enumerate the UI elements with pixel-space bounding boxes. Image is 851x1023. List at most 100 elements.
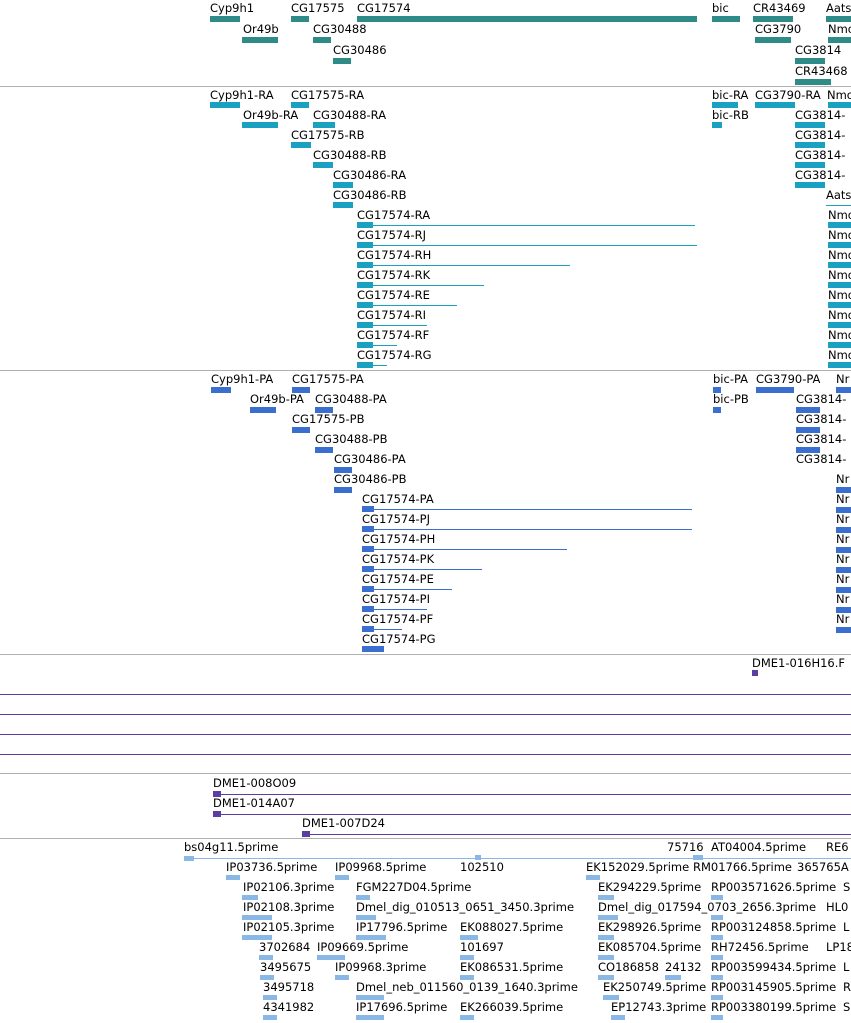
ests-feature-label[interactable]: Dmel_dig_017594_0703_2656.3prime xyxy=(598,900,817,914)
proteins-feature-label[interactable]: CG17574-PG xyxy=(362,632,436,646)
ests-feature-label[interactable]: 101697 xyxy=(460,940,504,954)
genes-feature-label[interactable]: CR43468 xyxy=(795,64,848,78)
cds-segment[interactable] xyxy=(756,387,794,393)
mrnas-feature-label[interactable]: CG17575-RA xyxy=(291,88,365,102)
transcript-exon[interactable] xyxy=(712,102,738,108)
est-glyph[interactable] xyxy=(598,955,614,960)
mrnas-feature-label[interactable]: CG3814- xyxy=(795,128,846,142)
mrnas-feature-label[interactable]: Nmo xyxy=(828,328,851,342)
est-glyph[interactable] xyxy=(711,915,723,920)
est-line[interactable] xyxy=(184,858,851,859)
mrnas-feature-label[interactable]: Nmo xyxy=(828,288,851,302)
est-glyph[interactable] xyxy=(598,915,618,920)
cds-segment[interactable] xyxy=(836,587,851,593)
ests-feature-label[interactable]: RH72456.5prime xyxy=(711,940,809,954)
ests-feature-label[interactable]: 102510 xyxy=(460,860,504,874)
cds-intron[interactable] xyxy=(362,609,427,610)
cds-segment[interactable] xyxy=(836,487,851,493)
transcript-exon[interactable] xyxy=(795,162,825,168)
ests-feature-label[interactable]: 4341982 xyxy=(263,1000,315,1014)
proteins-feature-label[interactable]: CG17574-PF xyxy=(362,612,434,626)
proteins-feature-label[interactable]: CG17574-PK xyxy=(362,552,435,566)
gene-glyph[interactable] xyxy=(755,37,791,43)
est-glyph[interactable] xyxy=(603,995,619,1000)
est-glyph[interactable] xyxy=(586,875,600,880)
transcript-exon[interactable] xyxy=(333,182,353,188)
ests-feature-label[interactable]: IP17696.5prime xyxy=(356,1000,448,1014)
cds-segment[interactable] xyxy=(796,427,820,433)
cds-segment[interactable] xyxy=(836,387,851,393)
genes-feature-label[interactable]: Aats xyxy=(826,1,851,15)
mrnas-feature-label[interactable]: Nmo xyxy=(828,348,851,362)
transcript-exon[interactable] xyxy=(828,302,851,308)
ests-feature-label[interactable]: IP02108.3prime xyxy=(243,900,335,914)
est-glyph[interactable] xyxy=(598,935,614,940)
proteins-feature-label[interactable]: CG17574-PA xyxy=(362,492,434,506)
est-glyph[interactable] xyxy=(356,1015,384,1020)
cds-segment[interactable] xyxy=(836,547,851,553)
est-glyph[interactable] xyxy=(460,975,474,980)
gene-glyph[interactable] xyxy=(795,79,831,85)
transcript-exon[interactable] xyxy=(795,182,825,188)
cds-segment[interactable] xyxy=(796,447,820,453)
ests-feature-label[interactable]: FGM227D04.5prime xyxy=(356,880,472,894)
transcript-exon[interactable] xyxy=(712,122,722,128)
ests-feature-label[interactable]: RM01766.5prime xyxy=(693,860,792,874)
proteins-feature-label[interactable]: CG17574-PJ xyxy=(362,512,431,526)
est-glyph[interactable] xyxy=(242,895,258,900)
cds-segment[interactable] xyxy=(836,627,851,633)
ests-feature-label[interactable]: EK086531.5prime xyxy=(460,960,564,974)
transcript-exon[interactable] xyxy=(333,202,353,208)
transcript-exon[interactable] xyxy=(828,102,851,108)
proteins-feature-label[interactable]: CG17574-PE xyxy=(362,572,434,586)
cds-segment[interactable] xyxy=(836,567,851,573)
est-glyph[interactable] xyxy=(184,856,194,861)
ests-feature-label[interactable]: EK298926.5prime xyxy=(598,920,702,934)
genes-feature-label[interactable]: CG17574 xyxy=(357,1,411,15)
est-glyph[interactable] xyxy=(356,895,370,900)
transcript-exon[interactable] xyxy=(242,122,278,128)
genes-feature-label[interactable]: CG30488 xyxy=(313,22,367,36)
clone-line[interactable] xyxy=(0,754,851,755)
mrnas-feature-label[interactable]: CG30486-RA xyxy=(333,168,407,182)
cds-segment[interactable] xyxy=(836,507,851,513)
ests-feature-label[interactable]: EK250749.5prime xyxy=(603,980,707,994)
genes-feature-label[interactable]: CG3814 xyxy=(795,43,842,57)
genes-feature-label[interactable]: CG17575 xyxy=(291,1,345,15)
ests-feature-label[interactable]: AT04004.5prime xyxy=(711,840,807,854)
ests-feature-label[interactable]: bs04g11.5prime xyxy=(184,840,279,854)
transcript-exon[interactable] xyxy=(795,122,825,128)
mrnas-feature-label[interactable]: Nmo xyxy=(828,308,851,322)
cds-segment[interactable] xyxy=(315,407,333,413)
transcript-intron[interactable] xyxy=(357,265,570,266)
est-glyph[interactable] xyxy=(263,1015,277,1020)
proteins-feature-label[interactable]: Nr xyxy=(836,472,850,486)
ests-feature-label[interactable]: IP09968.5prime xyxy=(335,860,427,874)
genes-feature-label[interactable]: CR43469 xyxy=(753,1,806,15)
mrnas-feature-label[interactable]: Nmo xyxy=(828,268,851,282)
est-glyph[interactable] xyxy=(260,975,274,980)
proteins-feature-label[interactable]: CG3814- xyxy=(796,392,847,406)
proteins-feature-label[interactable]: Nr xyxy=(836,372,850,386)
transcript-exon[interactable] xyxy=(755,102,795,108)
mrnas-feature-label[interactable]: CG17574-RG xyxy=(357,348,432,362)
ests-feature-label[interactable]: RP003145905.5prime xyxy=(711,980,837,994)
ests-feature-label[interactable]: IP17796.5prime xyxy=(356,920,448,934)
mrnas-feature-label[interactable]: CG3814- xyxy=(795,168,846,182)
gene-glyph[interactable] xyxy=(826,16,851,22)
cds-segment[interactable] xyxy=(292,387,310,393)
genes-feature-label[interactable]: CG30486 xyxy=(333,43,387,57)
ests-feature-label[interactable]: Dmel_neb_011560_0139_1640.3prime xyxy=(356,980,578,994)
clone-line[interactable] xyxy=(302,834,851,835)
proteins-feature-label[interactable]: CG3814- xyxy=(796,412,847,426)
gene-glyph[interactable] xyxy=(313,37,331,43)
gene-glyph[interactable] xyxy=(828,37,851,43)
proteins-feature-label[interactable]: CG3814- xyxy=(796,432,847,446)
transcript-exon[interactable] xyxy=(313,162,333,168)
gene-glyph[interactable] xyxy=(291,16,309,22)
est-glyph[interactable] xyxy=(693,855,703,860)
clones1-feature-label[interactable]: DME1-016H16.F xyxy=(752,656,846,670)
est-glyph[interactable] xyxy=(335,975,349,980)
clone-marker[interactable] xyxy=(213,811,221,817)
mrnas-feature-label[interactable]: Or49b-RA xyxy=(243,108,299,122)
